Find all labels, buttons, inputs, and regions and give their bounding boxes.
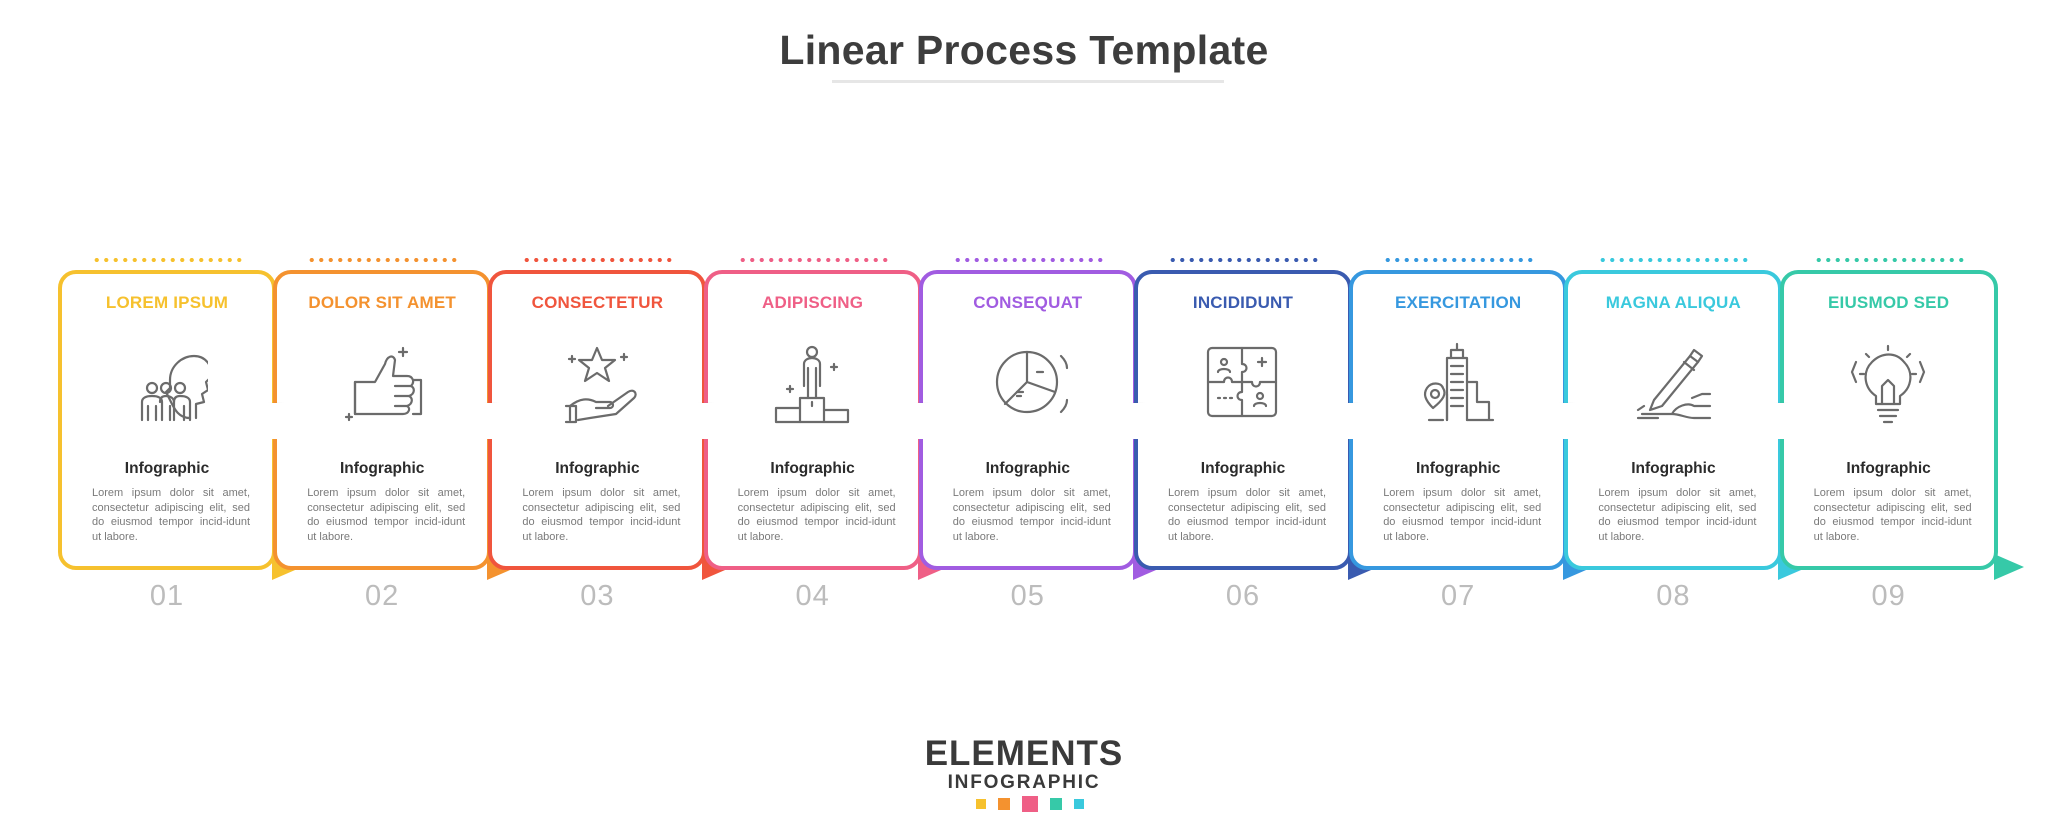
connector-band [1108, 403, 1165, 439]
logo-square [1074, 799, 1084, 809]
connector-band [248, 403, 304, 439]
step-label: Infographic [1200, 460, 1286, 477]
step-description: Lorem ipsum dolor sit amet, consectetur … [92, 487, 250, 543]
dotted-accent [522, 258, 673, 262]
dotted-accent [307, 258, 458, 262]
step-description: Lorem ipsum dolor sit amet, consectetur … [952, 487, 1111, 543]
step-number: 04 [795, 580, 830, 612]
page-title: Linear Process Template [779, 27, 1269, 73]
dotted-accent [1598, 258, 1749, 262]
dotted-accent [737, 258, 888, 262]
step-heading: CONSEQUAT [973, 293, 1083, 312]
step-description: Lorem ipsum dolor sit amet, consectetur … [737, 487, 896, 543]
thumbs-up-icon [345, 346, 423, 422]
logo-square [998, 798, 1010, 810]
step-label: Infographic [555, 460, 640, 477]
logo-square [1022, 796, 1038, 812]
step-heading: ADIPISCING [762, 293, 864, 312]
connector-band [463, 403, 520, 439]
step-label: Infographic [985, 460, 1070, 477]
dotted-accent [1168, 258, 1318, 262]
connector-band [678, 403, 735, 439]
dotted-accent [952, 258, 1103, 262]
logo: ELEMENTS INFOGRAPHIC [0, 736, 2048, 794]
step-description: Lorem ipsum dolor sit amet, consectetur … [307, 487, 466, 543]
logo-squares [976, 796, 1086, 812]
step-label: Infographic [1415, 460, 1501, 477]
logo-square [976, 799, 986, 809]
step-number: 05 [1010, 580, 1045, 612]
arrow-head [1993, 554, 2024, 580]
step-label: Infographic [1631, 460, 1716, 477]
step-heading: EIUSMOD SED [1827, 293, 1950, 312]
step-number: 02 [365, 580, 400, 612]
logo-main-text: ELEMENTS [924, 734, 1124, 773]
step-label: Infographic [339, 460, 425, 477]
step-heading: LOREM IPSUM [105, 293, 229, 312]
step-number: 06 [1225, 580, 1261, 612]
hand-pen-icon [1637, 348, 1712, 420]
lightbulb-code-icon [1850, 344, 1925, 424]
step-description: Lorem ipsum dolor sit amet, consectetur … [1813, 487, 1972, 543]
step-heading: MAGNA ALIQUA [1605, 293, 1742, 312]
title-underline [832, 80, 1224, 83]
step-number: 07 [1441, 580, 1476, 612]
logo-sub-text: INFOGRAPHIC [947, 772, 1101, 793]
connector-band [1754, 403, 1811, 439]
people-head-icon [140, 354, 208, 422]
step-number: 01 [149, 580, 185, 612]
step-heading: CONSECTETUR [531, 293, 664, 312]
dotted-accent [92, 258, 242, 262]
step-number: 09 [1871, 580, 1906, 612]
dotted-accent [1383, 258, 1534, 262]
logo-square [1050, 798, 1062, 810]
step-description: Lorem ipsum dolor sit amet, consectetur … [522, 487, 681, 543]
step-number: 08 [1656, 580, 1691, 612]
connector-band [1324, 403, 1380, 439]
podium-winner-icon [774, 345, 849, 424]
step-number: 03 [580, 580, 615, 612]
step-heading: EXERCITATION [1394, 293, 1522, 312]
step-heading: DOLOR SIT AMET [308, 293, 456, 312]
step-label: Infographic [770, 460, 855, 477]
step-label: Infographic [124, 460, 210, 477]
step-heading: INCIDIDUNT [1192, 293, 1294, 312]
pie-chart-icon [995, 350, 1068, 414]
connector-band [1539, 403, 1596, 439]
dotted-accent [1813, 258, 1964, 262]
step-description: Lorem ipsum dolor sit amet, consectetur … [1168, 487, 1326, 543]
puzzle-icon [1206, 346, 1278, 418]
step-label: Infographic [1846, 460, 1931, 477]
connector-band [893, 403, 950, 439]
building-location-icon [1424, 342, 1495, 422]
hand-star-icon [565, 346, 638, 424]
step-description: Lorem ipsum dolor sit amet, consectetur … [1383, 487, 1542, 543]
step-description: Lorem ipsum dolor sit amet, consectetur … [1598, 487, 1757, 543]
